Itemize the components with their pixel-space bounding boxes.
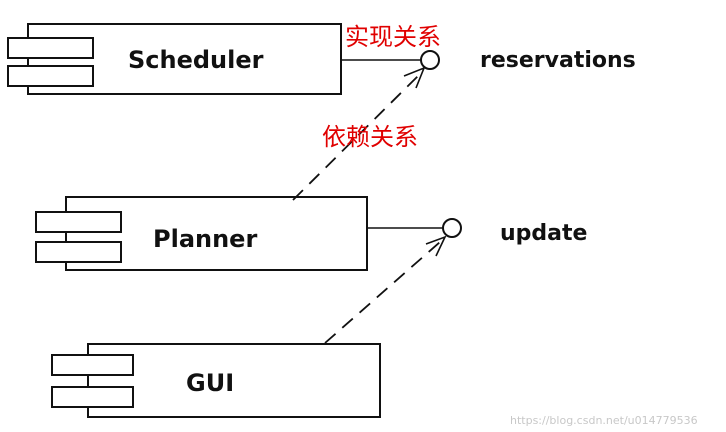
gui-port-bottom <box>51 386 134 408</box>
dependency-arrowhead <box>425 235 447 257</box>
dependency-arrowhead <box>403 66 426 89</box>
dependency-annotation: 依赖关系 <box>322 123 418 151</box>
planner-port-bottom <box>35 241 122 263</box>
update-interface: update <box>367 218 587 246</box>
update-label: update <box>500 221 587 246</box>
reservations-lollipop-circle <box>420 50 440 70</box>
reservations-label: reservations <box>480 48 636 73</box>
gui-port-top <box>51 354 134 376</box>
scheduler-port-bottom <box>7 65 94 87</box>
reservations-interface: reservations <box>341 48 636 73</box>
planner-component: Planner <box>35 196 368 271</box>
dependency-line <box>292 73 421 201</box>
gui-label: GUI <box>186 369 234 397</box>
planner-port-top <box>35 211 122 233</box>
watermark: https://blog.csdn.net/u014779536 <box>510 414 698 427</box>
dependency-line <box>324 241 441 344</box>
scheduler-label: Scheduler <box>128 46 264 74</box>
scheduler-component: Scheduler <box>7 23 342 95</box>
update-lollipop-circle <box>442 218 462 238</box>
planner-label: Planner <box>153 225 257 253</box>
gui-component: GUI <box>51 343 381 418</box>
dependency-planner-to-reservations <box>292 66 426 201</box>
realization-annotation: 实现关系 <box>345 23 441 51</box>
scheduler-port-top <box>7 37 94 59</box>
gui-body <box>87 343 381 418</box>
dependency-gui-to-update <box>324 235 447 344</box>
